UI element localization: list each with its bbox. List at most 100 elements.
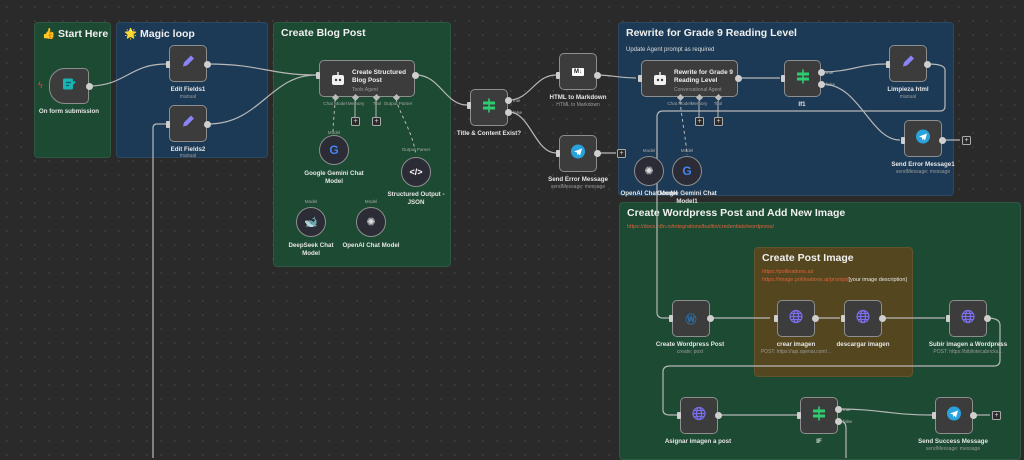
node-edit-fields2[interactable]	[169, 105, 207, 142]
input-port[interactable]	[677, 412, 681, 419]
sticky-link-pollinations[interactable]: https://pollinations.ai/	[762, 269, 814, 275]
port-label: Memory	[347, 101, 365, 106]
input-port[interactable]	[901, 137, 905, 144]
false-port[interactable]	[835, 418, 842, 425]
node-crear-imagen[interactable]	[777, 300, 815, 337]
node-sublabel: sendMessage: message	[925, 446, 981, 452]
output-port[interactable]	[984, 315, 991, 322]
sticky-start-here[interactable]: 👍 Start Here	[34, 22, 111, 158]
input-port[interactable]	[556, 72, 560, 79]
input-port[interactable]	[638, 75, 642, 82]
node-sublabel: sendMessage: message	[895, 169, 951, 175]
output-port[interactable]	[812, 315, 819, 322]
add-node-button[interactable]: +	[962, 136, 971, 145]
node-if[interactable]	[800, 397, 838, 434]
output-port[interactable]	[939, 137, 946, 144]
output-port[interactable]	[879, 315, 886, 322]
node-deepseek-chat-model[interactable]: 🐋	[296, 207, 326, 237]
node-html-to-markdown[interactable]: M↓	[559, 53, 597, 90]
input-port[interactable]	[166, 61, 170, 68]
node-if1[interactable]	[784, 60, 821, 97]
node-label: Google Gemini Chat Model1	[657, 190, 717, 205]
input-port[interactable]	[932, 412, 936, 419]
input-port[interactable]	[467, 102, 471, 109]
true-port[interactable]	[835, 406, 842, 413]
node-send-error-message1[interactable]	[904, 120, 942, 157]
model-tag: Model	[680, 148, 694, 153]
input-port[interactable]	[669, 315, 673, 322]
output-port[interactable]	[735, 75, 742, 82]
node-rewrite-agent[interactable]: Rewrite for Grade 9 Reading Level Conver…	[641, 60, 738, 97]
input-port[interactable]	[946, 315, 950, 322]
node-openai-chat-model-2[interactable]: ✺	[634, 156, 664, 186]
node-google-gemini-chat-model[interactable]: G	[319, 135, 349, 165]
node-send-error-message[interactable]	[559, 135, 597, 172]
globe-icon	[789, 309, 803, 328]
node-structured-output-json[interactable]: </>	[401, 157, 431, 187]
input-port[interactable]	[166, 121, 170, 128]
model-tag: Model	[327, 130, 341, 135]
output-port[interactable]	[707, 315, 714, 322]
add-memory-button[interactable]: +	[351, 117, 360, 126]
node-label: IF	[816, 438, 822, 445]
output-port[interactable]	[970, 412, 977, 419]
output-port[interactable]	[86, 83, 93, 90]
node-subir-imagen-wordpress[interactable]	[949, 300, 987, 337]
output-port[interactable]	[204, 61, 211, 68]
node-label: descargar imagen	[836, 341, 890, 348]
globe-icon	[961, 309, 975, 328]
markdown-icon: M↓	[572, 67, 584, 76]
node-title-content-exist[interactable]	[470, 89, 508, 126]
add-tool-button[interactable]: +	[372, 117, 381, 126]
output-port[interactable]	[924, 61, 931, 68]
add-memory-button[interactable]: +	[695, 117, 704, 126]
output-port[interactable]	[594, 72, 601, 79]
agent-title: Create Structured Blog Post	[352, 69, 406, 84]
node-create-wordpress-post[interactable]: Ⓦ	[672, 300, 710, 337]
node-label: HTML to Markdown	[549, 94, 607, 101]
node-create-structured-blog-post[interactable]: Create Structured Blog Post Tools Agent	[319, 60, 415, 97]
node-openai-chat-model[interactable]: ✺	[356, 207, 386, 237]
prompt-placeholder: [your image description]	[848, 277, 907, 283]
trigger-bolt-icon: ϟ	[38, 80, 43, 90]
input-port[interactable]	[841, 315, 845, 322]
true-port[interactable]	[818, 69, 825, 76]
node-google-gemini-chat-model1[interactable]: G	[672, 156, 702, 186]
node-label: Title & Content Exist?	[456, 130, 522, 137]
output-port[interactable]	[715, 412, 722, 419]
node-label: Send Error Message	[548, 176, 608, 183]
add-tool-button[interactable]: +	[714, 117, 723, 126]
node-descargar-imagen[interactable]	[844, 300, 882, 337]
input-port[interactable]	[774, 315, 778, 322]
node-edit-fields1[interactable]	[169, 45, 207, 82]
add-node-button[interactable]: +	[992, 411, 1001, 420]
input-port[interactable]	[781, 75, 785, 82]
input-port[interactable]	[797, 412, 801, 419]
node-sublabel: create: post	[676, 349, 704, 355]
false-port[interactable]	[505, 109, 512, 116]
node-label: Edit Fields1	[170, 86, 206, 93]
node-limpieza-html[interactable]	[889, 45, 927, 82]
node-asignar-imagen-post[interactable]	[680, 397, 718, 434]
output-port[interactable]	[594, 150, 601, 157]
add-node-button[interactable]: +	[617, 149, 626, 158]
prompt-link[interactable]: https://image.pollinations.ai/prompt/	[762, 277, 849, 283]
true-label: true	[843, 407, 851, 412]
false-port[interactable]	[818, 81, 825, 88]
input-port[interactable]	[886, 61, 890, 68]
node-label: Limpieza html	[887, 86, 929, 93]
input-port[interactable]	[316, 72, 320, 79]
false-label: false	[843, 419, 853, 424]
sticky-subtitle: Update Agent prompt as required	[626, 47, 715, 53]
sticky-title: 🌟 Magic loop	[124, 28, 195, 40]
robot-icon	[652, 72, 668, 91]
node-label: crear imagen	[776, 341, 816, 348]
node-send-success-message[interactable]	[935, 397, 973, 434]
input-port[interactable]	[556, 150, 560, 157]
sticky-title: Create Blog Post	[281, 27, 366, 39]
true-port[interactable]	[505, 97, 512, 104]
output-port[interactable]	[204, 121, 211, 128]
output-port[interactable]	[412, 72, 419, 79]
node-on-form-submission[interactable]	[49, 68, 89, 104]
sticky-link[interactable]: https://docs.n8n.io/integrations/builtin…	[627, 224, 775, 230]
